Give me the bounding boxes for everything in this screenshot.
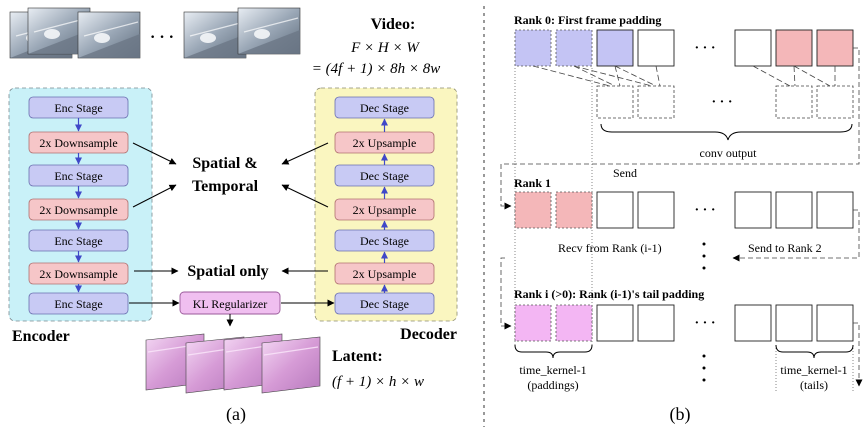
frame-box bbox=[734, 191, 772, 229]
dec-stage-label: Dec Stage bbox=[360, 101, 409, 115]
downsample-label: 2x Downsample bbox=[39, 203, 117, 217]
video-ellipsis: · · · bbox=[150, 29, 174, 46]
enc-stage-label: Enc Stage bbox=[54, 101, 102, 115]
frame-box bbox=[816, 191, 854, 229]
send-label: Send bbox=[613, 166, 637, 180]
frame-box bbox=[637, 29, 675, 67]
tails-label: (tails) bbox=[800, 378, 828, 392]
frame-box bbox=[596, 191, 634, 229]
video-dims: F × H × W bbox=[350, 40, 420, 56]
frame-box bbox=[637, 304, 675, 342]
send-to-rank2-arrow bbox=[732, 209, 860, 262]
video-frame bbox=[77, 11, 141, 59]
padding-frame bbox=[555, 29, 593, 67]
frame-box bbox=[816, 29, 854, 67]
kl-regularizer-label: KL Regularizer bbox=[193, 297, 268, 311]
upsample-label: 2x Upsample bbox=[353, 136, 417, 150]
rank1-title: Rank 1 bbox=[514, 176, 551, 190]
padding-frame bbox=[514, 191, 552, 229]
latent-frame bbox=[261, 336, 321, 394]
frame-box bbox=[596, 29, 634, 67]
video-frame bbox=[237, 7, 301, 55]
time-kernel-left-label: time_kernel-1 bbox=[519, 363, 586, 377]
conv-output-row: · · · bbox=[596, 85, 854, 119]
rank0-row: · · · bbox=[514, 29, 854, 67]
latent-frames bbox=[145, 333, 321, 394]
conv-output-box bbox=[596, 85, 634, 119]
ellipsis: · · · bbox=[711, 95, 732, 110]
spatial-temporal-label-2: Temporal bbox=[192, 178, 259, 195]
downsample-label: 2x Downsample bbox=[39, 136, 117, 150]
frame-box bbox=[775, 304, 813, 342]
send-to-label: Send to Rank 2 bbox=[748, 241, 822, 255]
latent-formula: (f + 1) × h × w bbox=[332, 374, 424, 390]
conv-window-lines bbox=[532, 65, 836, 87]
dec-stage-label: Dec Stage bbox=[360, 234, 409, 248]
paddings-brace bbox=[514, 344, 593, 359]
padding-frame bbox=[514, 304, 552, 342]
dec-stage-box bbox=[334, 96, 435, 119]
dec-stage-label: Dec Stage bbox=[360, 297, 409, 311]
panel-b: Rank 0: First frame padding · · · · · · bbox=[500, 13, 863, 425]
spatial-only-label: Spatial only bbox=[187, 263, 268, 280]
ellipsis: · · · bbox=[694, 316, 715, 331]
video-frames bbox=[9, 7, 301, 59]
paddings-label: (paddings) bbox=[527, 378, 578, 392]
vertical-ellipsis bbox=[702, 354, 706, 382]
enc-stage-box bbox=[28, 292, 129, 315]
enc-stage-label: Enc Stage bbox=[54, 169, 102, 183]
frame-box bbox=[816, 304, 854, 342]
video-frame bbox=[183, 11, 247, 59]
send-next-arrow bbox=[853, 322, 863, 387]
downsample-label: 2x Downsample bbox=[39, 267, 117, 281]
conv-output-box bbox=[637, 85, 675, 119]
frame-box bbox=[734, 29, 772, 67]
conv-output-label: conv output bbox=[700, 146, 758, 160]
send-arrow bbox=[500, 47, 860, 210]
caption-b: (b) bbox=[670, 404, 691, 425]
recv-from-label: Recv from Rank (i-1) bbox=[558, 241, 662, 255]
vertical-ellipsis bbox=[702, 242, 706, 270]
time-kernel-right-label: time_kernel-1 bbox=[780, 363, 847, 377]
enc-stage-label: Enc Stage bbox=[54, 297, 102, 311]
panel-a: · · · Video: F × H × W = (4f + 1) × 8h ×… bbox=[8, 7, 458, 425]
latent-label: Latent: bbox=[332, 348, 383, 365]
decoder-title: Decoder bbox=[400, 326, 457, 343]
video-label: Video: bbox=[371, 16, 416, 33]
kl-arrows bbox=[129, 299, 335, 327]
enc-stage-label: Enc Stage bbox=[54, 234, 102, 248]
frame-box bbox=[775, 191, 813, 229]
dec-stage-label: Dec Stage bbox=[360, 169, 409, 183]
upsample-label: 2x Upsample bbox=[353, 267, 417, 281]
decoder-stages: Dec Stage 2x Upsample Dec Stage 2x Upsam… bbox=[334, 96, 435, 315]
video-formula: = (4f + 1) × 8h × 8w bbox=[312, 61, 440, 77]
encoder-stages: Enc Stage 2x Downsample Enc Stage 2x Dow… bbox=[28, 96, 129, 315]
spatial-temporal-arrows bbox=[132, 142, 329, 208]
ellipsis: · · · bbox=[694, 41, 715, 56]
padding-frame bbox=[555, 304, 593, 342]
frame-box bbox=[734, 304, 772, 342]
conv-output-box bbox=[775, 85, 813, 119]
tails-brace bbox=[775, 344, 854, 359]
rank0-title: Rank 0: First frame padding bbox=[514, 13, 661, 27]
conv-output-box bbox=[816, 85, 854, 119]
padding-frame bbox=[555, 191, 593, 229]
upsample-label: 2x Upsample bbox=[353, 203, 417, 217]
padding-frame bbox=[514, 29, 552, 67]
recv-arrow bbox=[500, 257, 512, 330]
frame-box bbox=[596, 304, 634, 342]
caption-a: (a) bbox=[226, 404, 246, 425]
ellipsis: · · · bbox=[694, 203, 715, 218]
rank1-row: · · · bbox=[514, 191, 854, 229]
spatial-temporal-label-1: Spatial & bbox=[192, 155, 257, 172]
frame-box bbox=[637, 191, 675, 229]
frame-box bbox=[775, 29, 813, 67]
encoder-title: Encoder bbox=[12, 328, 70, 345]
ranki-row: · · · bbox=[514, 304, 854, 342]
ranki-title: Rank i (>0): Rank (i-1)'s tail padding bbox=[514, 287, 704, 301]
conv-output-brace bbox=[600, 123, 853, 141]
